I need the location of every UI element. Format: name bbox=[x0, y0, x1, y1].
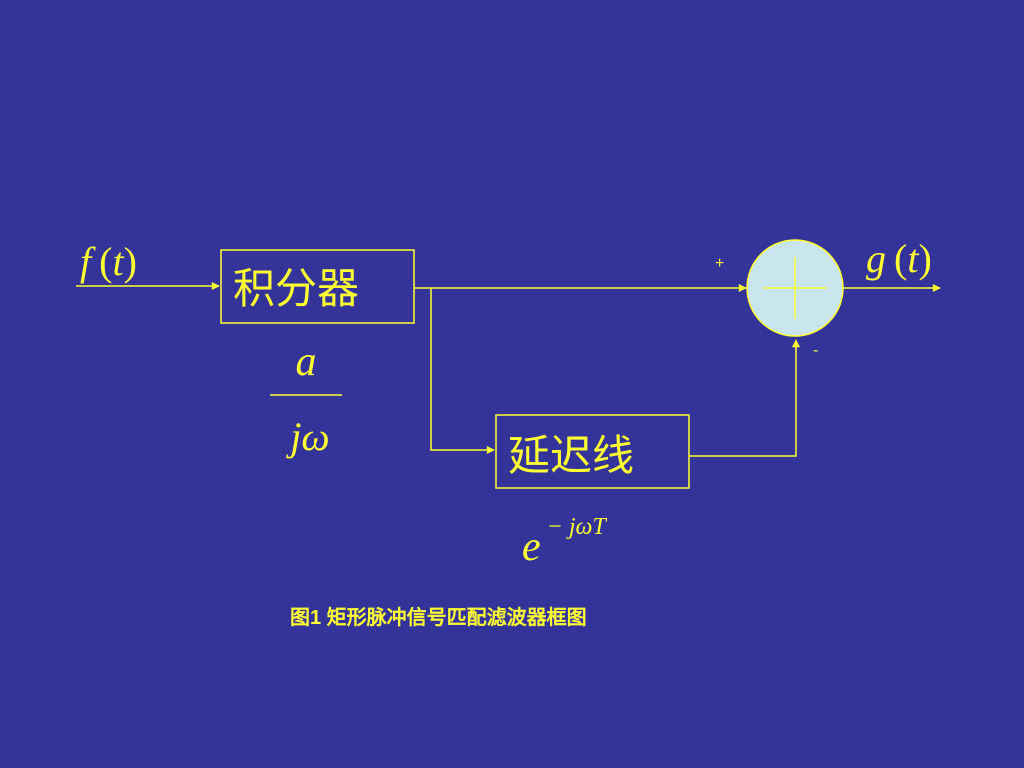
input-signal-func: f bbox=[80, 239, 96, 284]
output-signal-func: g bbox=[866, 236, 886, 281]
delay-to-summer-line bbox=[689, 339, 800, 457]
integrator-block bbox=[220, 249, 415, 324]
integrator-label: 积分器 bbox=[233, 264, 359, 313]
summer-minus-sign: - bbox=[813, 342, 818, 359]
input-signal-label: f(t) bbox=[80, 239, 137, 284]
figure-caption: 图1 矩形脉冲信号匹配滤波器框图 bbox=[290, 605, 587, 629]
delay-line-tf: e− jωT bbox=[522, 514, 607, 570]
summer-plus-sign: + bbox=[715, 255, 724, 272]
delay-line-block bbox=[495, 414, 690, 489]
integrator-tf-denominator: jω bbox=[285, 414, 329, 459]
delay-line-label: 延迟线 bbox=[508, 431, 634, 480]
delay-line-tf-exponent: − jωT bbox=[547, 514, 608, 540]
integrator-tf-numerator: a bbox=[296, 339, 317, 385]
output-signal-label: g(t) bbox=[866, 236, 932, 281]
input-signal-var: t bbox=[112, 239, 124, 284]
delay-line-tf-base: e bbox=[522, 524, 541, 570]
output-signal-var: t bbox=[907, 236, 919, 281]
branch-to-delay-line bbox=[430, 288, 495, 454]
